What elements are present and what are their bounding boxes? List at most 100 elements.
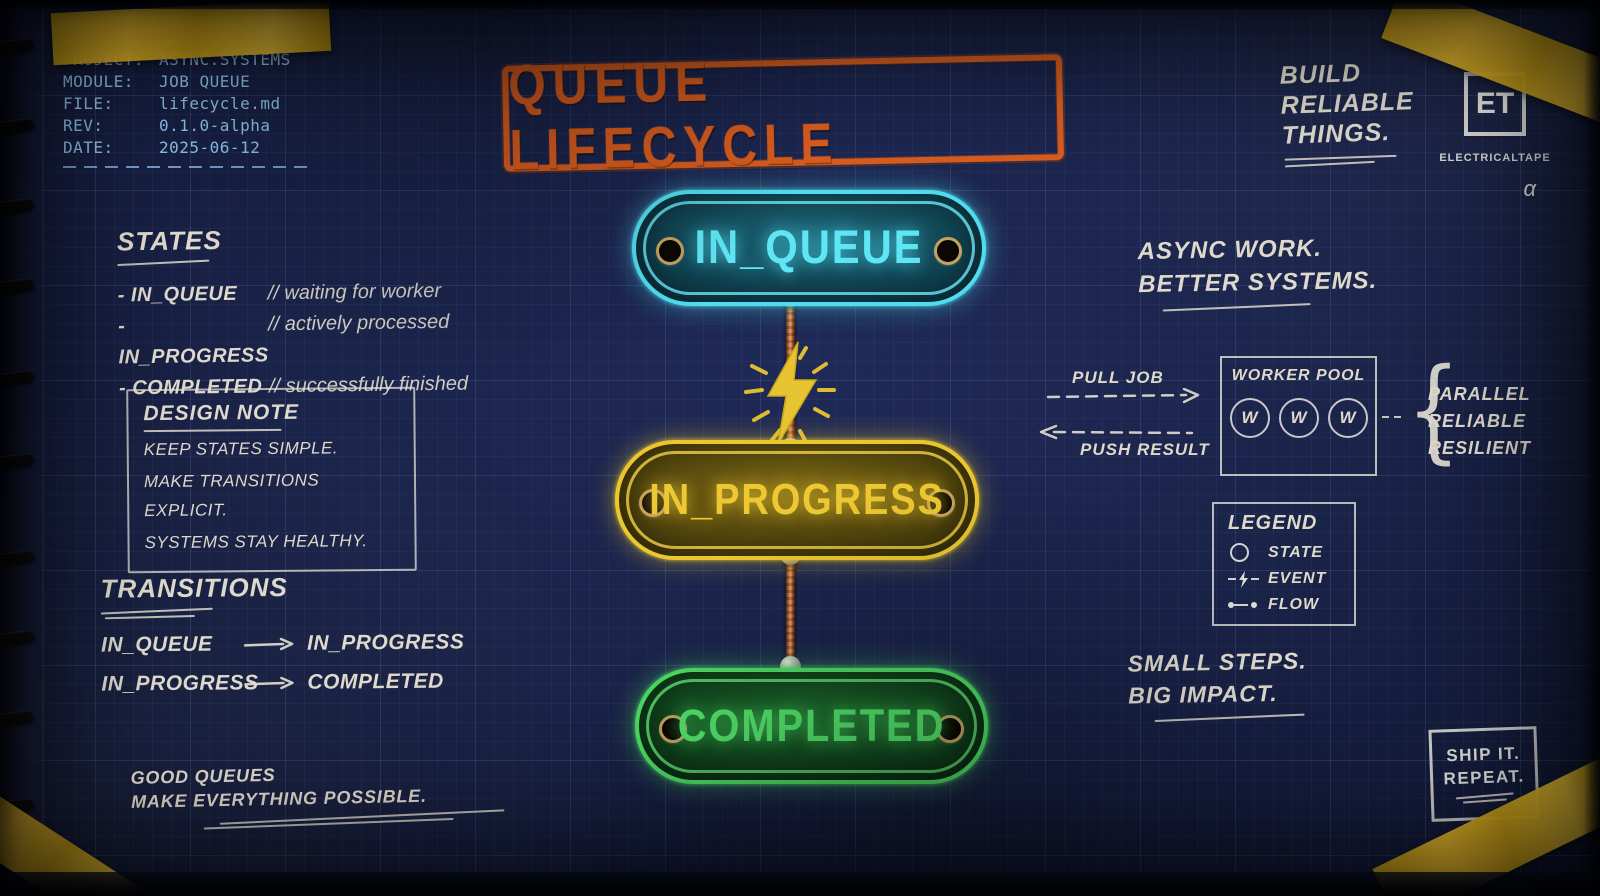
- legend-item-state: STATE: [1228, 543, 1354, 562]
- async-note: ASYNC WORK. BETTER SYSTEMS.: [1137, 231, 1378, 312]
- pull-job-label: PULL JOB: [1072, 368, 1164, 387]
- spine-ridge: [42, 0, 44, 896]
- alpha-badge: α: [1523, 176, 1536, 201]
- stamp-line: REPEAT.: [1443, 766, 1525, 789]
- underline: [100, 607, 213, 615]
- connector-dash: [1382, 416, 1402, 418]
- impact-note: SMALL STEPS. BIG IMPACT.: [1127, 644, 1307, 723]
- tagline-line: THINGS.: [1281, 118, 1391, 150]
- underline: [104, 614, 195, 620]
- trait-line: PARALLEL: [1428, 384, 1531, 404]
- push-result-label: PUSH RESULT: [1080, 440, 1210, 459]
- state-node-label: IN_PROGRESS: [649, 475, 945, 524]
- legend-item-flow: FLOW: [1228, 596, 1354, 614]
- design-note-box: DESIGN NOTE KEEP STATES SIMPLE. MAKE TRA…: [126, 386, 417, 574]
- worker-pool-title: WORKER POOL: [1231, 367, 1366, 384]
- legend-label: STATE: [1268, 543, 1324, 561]
- info-label: FILE:: [63, 94, 114, 113]
- transition-from: IN_PROGRESS: [101, 671, 259, 696]
- trait-line: RELIABLE: [1428, 411, 1526, 431]
- copper-wire-connector: [786, 552, 795, 670]
- trait-line: RESILIENT: [1428, 438, 1532, 458]
- impact-note-line: BIG IMPACT.: [1127, 679, 1278, 709]
- arrow-right-icon: [244, 676, 294, 690]
- dashed-divider: [63, 166, 311, 168]
- underline: [143, 428, 282, 433]
- impact-note-line: SMALL STEPS.: [1127, 647, 1307, 677]
- legend-item-event: EVENT: [1228, 570, 1354, 588]
- async-note-line: BETTER SYSTEMS.: [1137, 266, 1378, 299]
- cover-edge-bottom: [0, 872, 1600, 896]
- brace-icon: {: [1406, 345, 1461, 475]
- info-value: 2025-06-12: [159, 138, 261, 157]
- design-note-line: KEEP STATES SIMPLE.: [143, 438, 339, 460]
- transitions-section: TRANSITIONS IN_QUEUE IN_PROGRESS IN_PROG…: [100, 570, 464, 696]
- rivet-icon: [639, 489, 667, 517]
- info-row-file: FILE: lifecycle.md: [63, 93, 311, 115]
- underline: [1462, 798, 1507, 804]
- flow-dots-icon: [1228, 602, 1268, 608]
- design-note-line: MAKE TRANSITIONS EXPLICIT.: [143, 470, 320, 521]
- state-node-in-queue: IN_QUEUE: [632, 190, 986, 306]
- info-value: JOB QUEUE: [159, 72, 251, 91]
- tagline-note: BUILD RELIABLE THINGS.: [1279, 55, 1443, 168]
- rivet-icon: [656, 237, 684, 265]
- states-heading: STATES: [116, 224, 222, 257]
- book-spine: [0, 0, 48, 896]
- state-list-item: - IN_PROGRESS // actively processed: [118, 307, 468, 374]
- logo-mark: ET: [1475, 87, 1515, 120]
- underline: [117, 259, 210, 267]
- worker-icon: W: [1278, 398, 1319, 438]
- state-node-in-progress: IN_PROGRESS: [615, 440, 979, 560]
- footer-note: GOOD QUEUES MAKE EVERYTHING POSSIBLE.: [130, 758, 505, 830]
- design-note-line: SYSTEMS STAY HEALTHY.: [144, 531, 368, 553]
- worker-traits: PARALLEL RELIABLE RESILIENT: [1428, 381, 1531, 462]
- info-row-date: DATE: 2025-06-12: [63, 137, 311, 159]
- underline: [1284, 154, 1397, 161]
- state-node-label: IN_QUEUE: [694, 221, 924, 274]
- info-row-rev: REV: 0.1.0-alpha: [63, 115, 311, 137]
- info-label: MODULE:: [63, 72, 134, 91]
- dashed-arrow-right-icon: [1046, 388, 1200, 404]
- rivet-icon: [936, 715, 964, 743]
- brand-logo: ET α ELECTRICALTAPE: [1428, 72, 1562, 201]
- arrow-right-icon: [243, 637, 294, 651]
- state-name: - IN_PROGRESS: [118, 315, 269, 369]
- legend-box: LEGEND STATE EVENT FLOW: [1212, 502, 1356, 626]
- info-label: REV:: [63, 116, 104, 135]
- worker-icon: W: [1229, 398, 1270, 438]
- transition-from: IN_QUEUE: [100, 632, 213, 657]
- underline: [1284, 160, 1375, 168]
- info-value: 0.1.0-alpha: [159, 116, 271, 135]
- page-title: QUEUE LIFECYCLE: [507, 50, 840, 183]
- info-label: DATE:: [63, 138, 114, 157]
- state-name: - IN_QUEUE: [117, 282, 238, 307]
- transition-row: IN_PROGRESS COMPLETED: [101, 669, 464, 696]
- worker-icon: W: [1327, 398, 1368, 438]
- rivet-icon: [927, 489, 955, 517]
- info-row-module: MODULE: JOB QUEUE: [63, 71, 311, 93]
- state-comment: // actively processed: [268, 310, 450, 336]
- worker-pool-box: WORKER POOL W W W: [1220, 356, 1377, 476]
- cover-edge-right: [1584, 0, 1600, 896]
- transition-to: COMPLETED: [307, 669, 444, 694]
- legend-label: FLOW: [1268, 596, 1320, 613]
- states-section: STATES - IN_QUEUE // waiting for worker …: [117, 222, 468, 405]
- rivet-icon: [659, 715, 687, 743]
- cover-edge-top: [0, 0, 1600, 9]
- design-note-heading: DESIGN NOTE: [143, 400, 300, 426]
- logo-caption: ELECTRICALTAPE: [1439, 152, 1551, 164]
- async-note-line: ASYNC WORK.: [1137, 234, 1323, 266]
- transition-row: IN_QUEUE IN_PROGRESS: [101, 630, 464, 657]
- transition-to: IN_PROGRESS: [306, 630, 465, 655]
- underline: [1154, 713, 1305, 723]
- state-node-label: COMPLETED: [677, 700, 946, 751]
- info-value: lifecycle.md: [159, 94, 281, 113]
- dashed-arrow-left-icon: [1039, 424, 1194, 440]
- underline: [1162, 303, 1311, 312]
- legend-label: EVENT: [1268, 570, 1327, 587]
- state-circle-icon: [1228, 543, 1268, 562]
- rivet-icon: [934, 237, 962, 265]
- event-bolt-icon: [1228, 570, 1268, 588]
